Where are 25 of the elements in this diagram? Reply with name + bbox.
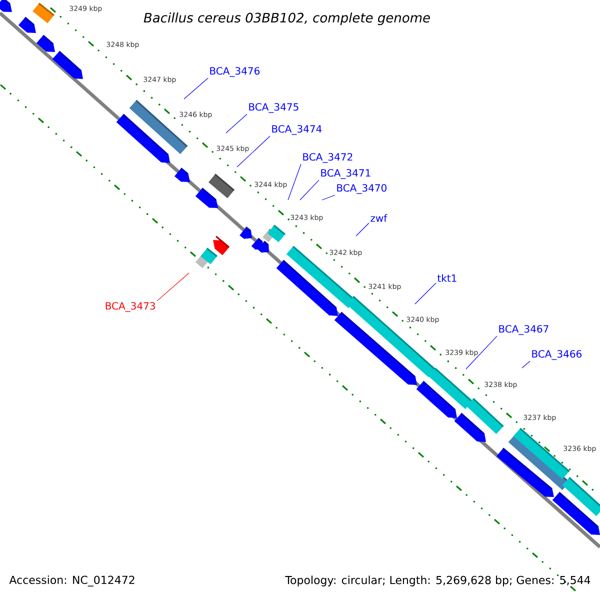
leader-line bbox=[156, 272, 190, 302]
leader-line bbox=[300, 180, 320, 200]
leader-line bbox=[184, 78, 208, 100]
gene-label: BCA_3466 bbox=[532, 350, 582, 360]
gene-label: BCA_3471 bbox=[321, 169, 370, 179]
footer-text: Topology: circular; Length: 5,269,628 bp; Genes: 5,544 bbox=[285, 576, 590, 586]
gene-label: BCA_3475 bbox=[249, 103, 298, 113]
leader-line bbox=[322, 194, 336, 200]
gene-label: BCA_3470 bbox=[337, 184, 386, 194]
leader-line bbox=[522, 360, 530, 368]
footer-text: Accession: NC_012472 bbox=[9, 576, 134, 586]
title: Bacillus cereus 03BB102, complete genome bbox=[144, 12, 430, 26]
gene-label: BCA_3474 bbox=[272, 125, 322, 135]
gene-label: BCA_3476 bbox=[210, 67, 260, 77]
leader-line bbox=[226, 114, 248, 134]
leader-line bbox=[414, 282, 436, 304]
leader-line bbox=[288, 164, 302, 200]
leader-line bbox=[236, 136, 270, 168]
gene-label: tkt1 bbox=[437, 274, 456, 282]
gene-label: BCA_3472 bbox=[303, 153, 352, 163]
leader-line bbox=[466, 336, 498, 370]
gene-label: zwf bbox=[370, 214, 388, 222]
gene-label: BCA_3473 bbox=[106, 302, 155, 312]
leader-line bbox=[356, 222, 370, 236]
gene-label: BCA_3467 bbox=[499, 325, 548, 335]
